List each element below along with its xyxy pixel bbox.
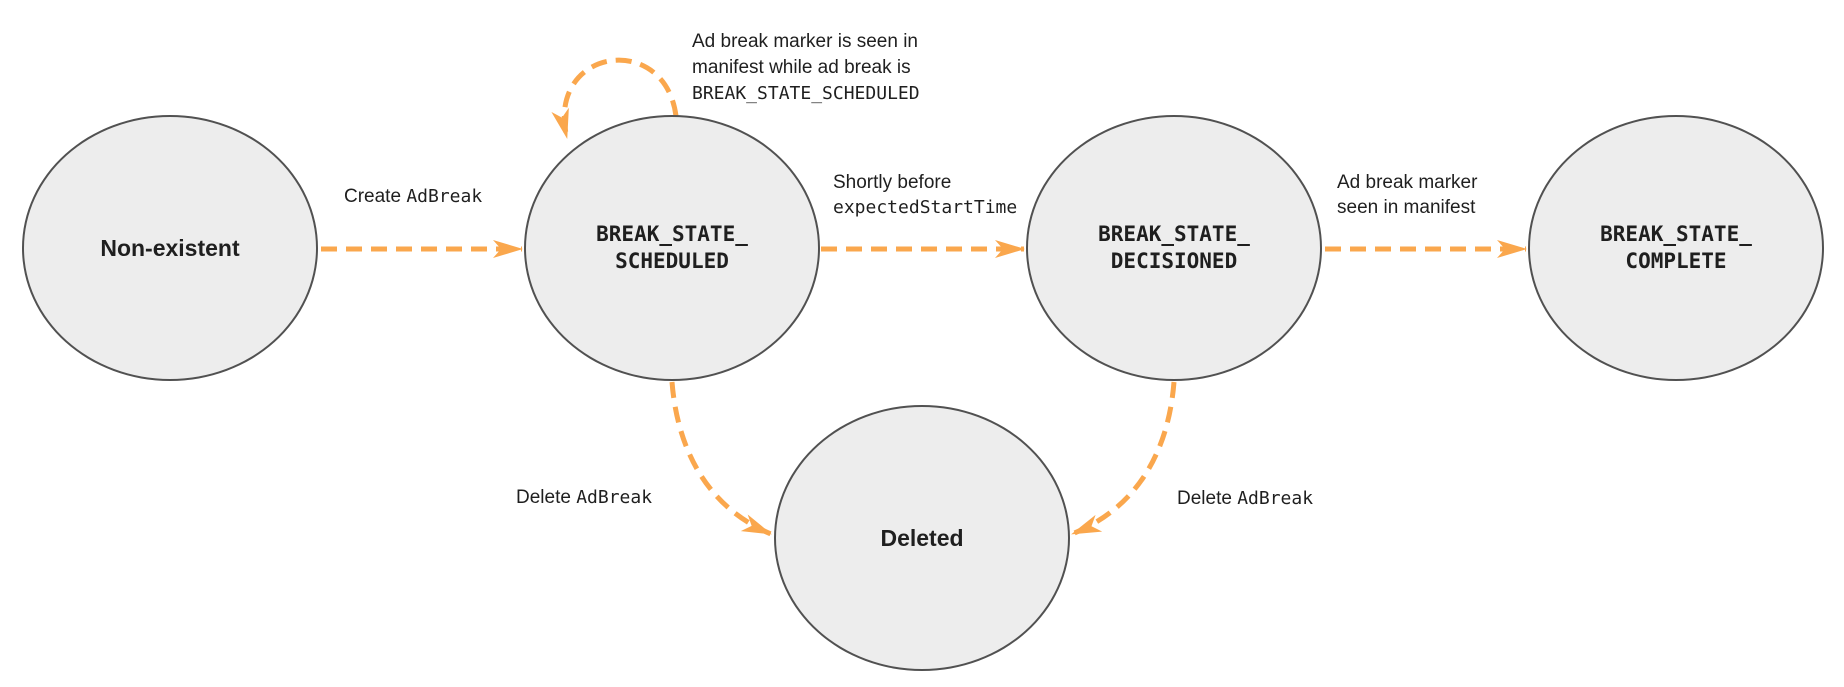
state-label-line2: COMPLETE	[1625, 249, 1727, 273]
state-label-line1: BREAK_STATE_	[1098, 222, 1250, 246]
label-line1: Shortly before	[833, 172, 952, 193]
transition-label-delete-from-scheduled: Delete AdBreak	[516, 485, 652, 511]
transition-arrow-delete-from-scheduled	[669, 381, 772, 537]
label-line2: expectedStartTime	[833, 197, 1018, 218]
state-label-line1: BREAK_STATE_	[596, 222, 748, 246]
label-line1: Ad break marker is seen in	[692, 31, 918, 52]
label-line1: Ad break marker	[1337, 172, 1478, 193]
transition-label-marker-seen: Ad break marker seen in manifest	[1337, 170, 1477, 220]
transition-arrow-self-loop	[551, 57, 679, 139]
label-line2: seen in manifest	[1337, 197, 1476, 218]
state-non-existent: Non-existent	[22, 115, 318, 381]
transition-label-create-adbreak: Create AdBreak	[344, 184, 482, 210]
label-line2: manifest while ad break is	[692, 57, 911, 78]
label-text: Delete	[516, 487, 577, 508]
label-line3: BREAK_STATE_SCHEDULED	[692, 83, 920, 104]
state-label-line1: BREAK_STATE_	[1600, 222, 1752, 246]
label-code: AdBreak	[1237, 488, 1314, 509]
transition-label-shortly-before: Shortly before expectedStartTime	[833, 170, 1017, 220]
state-label-line2: DECISIONED	[1110, 249, 1238, 273]
label-text: Delete	[1177, 488, 1238, 509]
state-label: Deleted	[880, 525, 964, 551]
state-break-state-decisioned: BREAK_STATE_ DECISIONED	[1026, 115, 1322, 381]
transition-arrow-delete-from-decisioned	[1071, 381, 1177, 537]
state-deleted: Deleted	[774, 405, 1070, 671]
state-label-line2: SCHEDULED	[615, 249, 729, 273]
state-label: Non-existent	[100, 235, 240, 261]
label-code: AdBreak	[406, 186, 483, 207]
label-code: AdBreak	[576, 487, 653, 508]
state-break-state-complete: BREAK_STATE_ COMPLETE	[1528, 115, 1824, 381]
transition-label-delete-from-decisioned: Delete AdBreak	[1177, 486, 1313, 512]
state-break-state-scheduled: BREAK_STATE_ SCHEDULED	[524, 115, 820, 381]
transition-label-self-loop: Ad break marker is seen in manifest whil…	[692, 29, 920, 107]
label-text: Create	[344, 186, 407, 207]
